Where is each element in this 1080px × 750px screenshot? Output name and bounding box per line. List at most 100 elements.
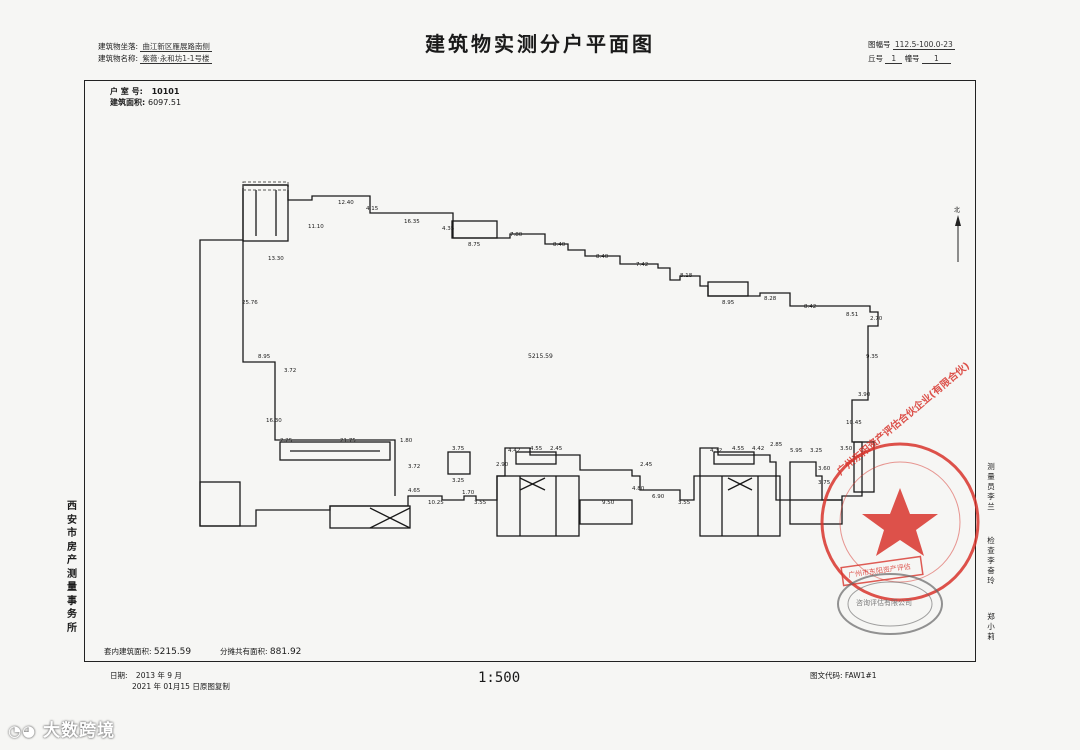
location-value: 曲江新区雁展路南侧	[140, 42, 212, 52]
seal2-text: 咨询评估有限公司	[856, 599, 912, 607]
dim-bottom-12: 2.85	[770, 442, 783, 448]
dim-left-1: 11.10	[308, 224, 324, 230]
room-number-label: 户 室 号:	[110, 87, 143, 96]
dim-bottom-16: 3.90	[858, 392, 871, 398]
reprint-date: 2021 年 01月15 日原图复制	[132, 682, 230, 691]
inner-area-label: 套内建筑面积:	[104, 647, 152, 656]
doc-code-value: FAW1#1	[844, 671, 877, 680]
red-seal-stamp	[820, 442, 980, 602]
surveying-office-name: 西安市房产测量事务所	[67, 501, 77, 634]
drawing-scale: 1:500	[478, 670, 521, 686]
building-area-label: 建筑面积:	[110, 98, 146, 107]
watermark-text: 大数跨境	[43, 721, 116, 741]
north-arrow-icon	[955, 215, 961, 262]
dim-left-2: 13.30	[268, 256, 284, 262]
dim-right-4: 3.60	[818, 466, 831, 472]
shared-area-label: 分摊共有面积:	[220, 647, 268, 656]
dim-top-12: 8.28	[764, 296, 777, 302]
dim-right-3: 10.45	[846, 420, 862, 426]
room-number-value: 10101	[151, 87, 180, 96]
dim-left-4: 8.95	[258, 354, 271, 360]
watermark-icon: ◔◕	[8, 722, 37, 740]
dim-bottom-6: 9.50	[602, 500, 615, 506]
dim-left-14: 1.70	[462, 490, 475, 496]
dim-bottom-9: 4.32	[710, 448, 723, 454]
building-outline	[199, 184, 879, 537]
building-name-row: 建筑物名称: 紫薇·永和坊1-1号楼	[98, 54, 212, 64]
drafter-text: 郑小莉	[987, 612, 995, 641]
page-title: 建筑物实测分户平面图	[425, 32, 655, 56]
dim-bottom-4: 2.45	[550, 446, 563, 452]
location-label: 建筑物坐落:	[98, 42, 139, 51]
dim-bottom-3: 4.55	[530, 446, 543, 452]
dim-left-8: 21.75	[340, 438, 356, 444]
dim-top-14: 8.51	[846, 312, 859, 318]
dim-bottom-8: 3.55	[678, 500, 691, 506]
dim-left-13: 10.25	[428, 500, 444, 506]
dim-top-11: 8.95	[722, 300, 735, 306]
surveyor-text: 测量员 李兰	[987, 462, 995, 511]
dim-left-15: 3.55	[474, 500, 487, 506]
hill-label: 丘号	[868, 54, 883, 63]
dim-left-11: 3.72	[408, 464, 421, 470]
plan-frame	[84, 80, 976, 662]
dim-top-10: 8.18	[680, 273, 693, 279]
gray-seal-stamp	[837, 573, 943, 635]
dim-top-8: 8.40	[596, 254, 609, 260]
dim-right-1: 2.70	[870, 316, 883, 322]
dim-left-3: 25.76	[242, 300, 258, 306]
date-row: 日期: 2013 年 9 月	[110, 670, 182, 681]
location-row: 建筑物坐落: 曲江新区雁展路南侧	[98, 42, 212, 52]
shared-area-value: 881.92	[269, 647, 302, 657]
dim-right-7: 4.80	[632, 486, 645, 492]
dim-bottom-10: 4.55	[732, 446, 745, 452]
dim-top-9: 7.42	[636, 262, 649, 268]
dim-bottom-11: 4.42	[752, 446, 765, 452]
inner-area-value: 5215.59	[153, 647, 192, 657]
building-name-label: 建筑物名称:	[98, 54, 139, 63]
dim-left-5: 3.72	[284, 368, 297, 374]
building-no-value: 1	[921, 54, 951, 64]
watermark-logo: ◔◕ 大数跨境	[8, 716, 115, 741]
hill-value: 1	[885, 54, 903, 64]
dim-bottom-7: 6.90	[652, 494, 665, 500]
dim-right-5: 3.75	[818, 480, 831, 486]
doc-code-row: 图文代码: FAW1#1	[810, 670, 877, 681]
plan-center-area: 5215.59	[528, 353, 553, 360]
dim-bottom-14: 3.25	[810, 448, 823, 454]
doc-code-label: 图文代码:	[810, 671, 843, 680]
dim-left-6: 16.30	[266, 418, 282, 424]
dashed-extension	[242, 181, 289, 191]
map-number-value: 112.5-100.0-23	[892, 40, 955, 50]
dim-top-7: 8.40	[553, 242, 566, 248]
dim-left-12: 4.65	[408, 488, 421, 494]
building-name-value: 紫薇·永和坊1-1号楼	[140, 54, 212, 64]
dim-bottom-5: 2.90	[496, 462, 509, 468]
shared-area-row: 分摊共有面积: 881.92	[220, 646, 301, 657]
dim-left-9: 1.80	[400, 438, 413, 444]
dim-bottom-15: 3.50	[840, 446, 853, 452]
date-value: 2013 年 9 月	[135, 671, 182, 680]
dim-bottom-1: 3.25	[452, 478, 465, 484]
dim-left-7: 2.25	[280, 438, 293, 444]
north-label: 北	[954, 207, 961, 214]
dim-top-6: 7.80	[510, 232, 523, 238]
checker-text: 检查 李奋玲	[987, 536, 995, 585]
dim-top-1: 12.40	[338, 200, 354, 206]
room-number-row: 户 室 号: 10101	[110, 86, 179, 97]
map-number-label: 图幅号	[868, 40, 891, 49]
building-area-row: 建筑面积: 6097.51	[110, 97, 181, 108]
dim-top-4: 4.35	[442, 226, 455, 232]
date-label: 日期:	[110, 671, 128, 680]
building-area-value: 6097.51	[148, 98, 182, 107]
hill-building-row: 丘号 1 幢号 1	[868, 54, 951, 64]
map-number-row: 图幅号 112.5-100.0-23	[868, 40, 955, 50]
dim-top-5: 8.75	[468, 242, 481, 248]
dim-left-10: 3.75	[452, 446, 465, 452]
dim-top-3: 16.35	[404, 219, 420, 225]
dim-top-13: 8.42	[804, 304, 817, 310]
building-no-label: 幢号	[904, 54, 920, 63]
dim-right-6: 2.45	[640, 462, 653, 468]
